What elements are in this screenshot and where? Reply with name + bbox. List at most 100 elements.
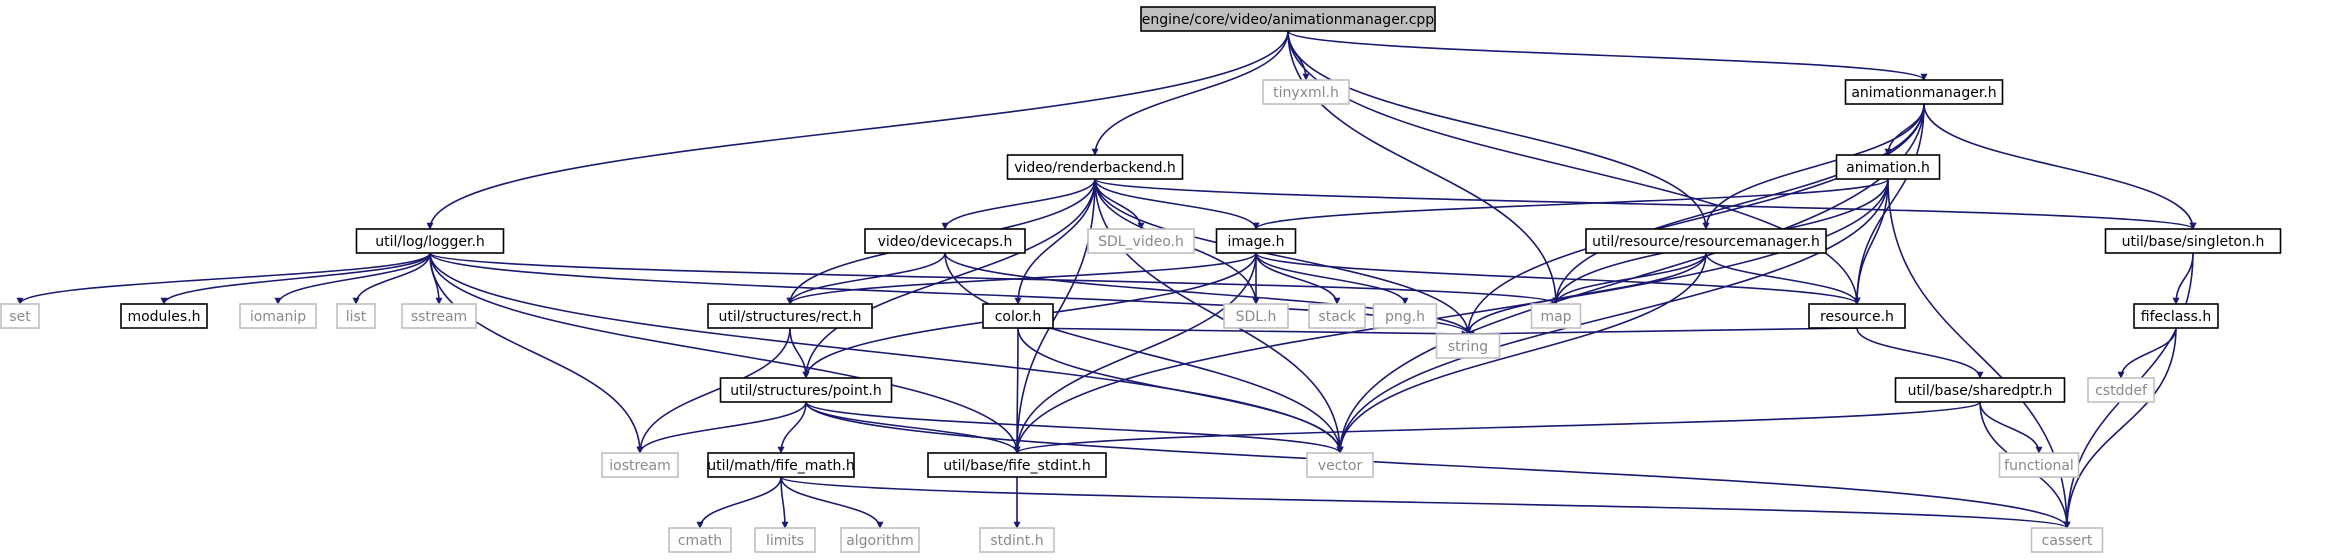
node-box [840, 527, 920, 553]
node-label: animationmanager.h [1851, 85, 1996, 101]
node-box [1998, 452, 2080, 478]
node-box [1006, 154, 1184, 180]
edge-root-to-logger_h [426, 30, 1289, 230]
edge-renderbackend_h-to-image_h [1094, 178, 1260, 230]
node-box [1835, 154, 1941, 180]
edge-renderbackend_h-to-point_h [802, 178, 1096, 379]
node-list: list [336, 303, 376, 329]
edge-root-to-animationmanager_h [1287, 30, 1928, 81]
node-label: util/structures/point.h [730, 383, 881, 399]
edge-logger_h-to-map [429, 252, 1560, 305]
edge-point_h-to-fife_stdint_h [805, 401, 1021, 454]
edge-logger_h-to-iomanip [274, 252, 431, 305]
edge-logger_h-to-modules_h [160, 252, 431, 305]
node-box [1223, 303, 1289, 329]
node-fife-stdint-h[interactable]: util/base/fife_stdint.h [927, 452, 1107, 478]
edge-root-to-resourcemanager_h [1287, 30, 1710, 230]
node-label: util/log/logger.h [375, 234, 485, 250]
node-label: util/base/sharedptr.h [1908, 383, 2053, 399]
node-logger-h[interactable]: util/log/logger.h [355, 228, 505, 254]
edge-animationmanager_h-to-resource_h [1853, 103, 1925, 305]
node-box [239, 303, 317, 329]
node-box [336, 303, 376, 329]
node-renderbackend-h[interactable]: video/renderbackend.h [1006, 154, 1184, 180]
node-box [401, 303, 477, 329]
node-label: util/base/fife_stdint.h [943, 458, 1091, 474]
node-color-h[interactable]: color.h [982, 303, 1054, 329]
node-box [754, 527, 816, 553]
node-box [1530, 303, 1582, 329]
node-box [355, 228, 505, 254]
node-devicecaps-h[interactable]: video/devicecaps.h [864, 228, 1026, 254]
node-point-h[interactable]: util/structures/point.h [719, 377, 893, 403]
edge-singleton_h-to-fifeclass_h [2172, 252, 2194, 305]
node-stdint-h: stdint.h [979, 527, 1055, 553]
node-box [2104, 228, 2282, 254]
node-resourcemanager-h[interactable]: util/resource/resourcemanager.h [1585, 228, 1827, 254]
edge-renderbackend_h-to-color_h [1014, 178, 1096, 305]
node-sstream: sstream [401, 303, 477, 329]
edge-renderbackend_h-to-vector [1094, 178, 1344, 454]
node-rect-h[interactable]: util/structures/rect.h [707, 303, 873, 329]
node-animation-h[interactable]: animation.h [1835, 154, 1941, 180]
edge-animationmanager_h-to-map [1552, 103, 1925, 305]
node-box [982, 303, 1054, 329]
node-animationmanager-h[interactable]: animationmanager.h [1844, 79, 2004, 105]
edge-sharedptr_h-to-fife_stdint_h [1013, 401, 1981, 454]
node-label: util/base/singleton.h [2122, 234, 2265, 250]
edge-devicecaps_h-to-rect_h [786, 252, 946, 305]
node-label: iostream [609, 458, 671, 474]
node-label: color.h [995, 309, 1042, 325]
node-box [1087, 228, 1195, 254]
node-sharedptr-h[interactable]: util/base/sharedptr.h [1894, 377, 2066, 403]
node-label: cmath [678, 533, 722, 549]
edge-logger_h-to-set [16, 252, 431, 305]
edge-animation_h-to-fife_stdint_h [1013, 178, 1889, 454]
node-png-h: png.h [1372, 303, 1438, 329]
edge-image_h-to-png_h [1255, 252, 1409, 305]
node-label: functional [2004, 458, 2074, 474]
node-fife-math-h[interactable]: util/math/fife_math.h [707, 452, 855, 478]
edge-fife_math_h-to-algorithm [780, 476, 884, 529]
edge-animation_h-to-resource_h [1853, 178, 1889, 305]
edge-logger_h-to-iostream [429, 252, 644, 454]
node-limits: limits [754, 527, 816, 553]
node-box [979, 527, 1055, 553]
node-label: SDL_video.h [1098, 234, 1184, 250]
node-resource-h[interactable]: resource.h [1808, 303, 1906, 329]
edge-animationmanager_h-to-singleton_h [1923, 103, 2197, 230]
node-label: map [1540, 309, 1571, 325]
edge-fife_math_h-to-cmath [696, 476, 782, 529]
nodes-layer: engine/core/video/animationmanager.cpp ti… [0, 6, 2282, 553]
node-label: cassert [2042, 533, 2093, 549]
edge-fifeclass_h-to-cassert [2063, 327, 2177, 529]
node-box [1808, 303, 1906, 329]
edge-point_h-to-vector [805, 401, 1344, 454]
node-root[interactable]: engine/core/video/animationmanager.cpp [1140, 6, 1436, 32]
node-set: set [0, 303, 40, 329]
node-tinyxml: tinyxml.h [1262, 79, 1350, 105]
node-label: image.h [1228, 234, 1285, 250]
node-modules-h[interactable]: modules.h [120, 303, 208, 329]
node-label: stdint.h [990, 533, 1043, 549]
node-label: sstream [411, 309, 467, 325]
edge-image_h-to-resource_h [1255, 252, 1861, 305]
node-label: string [1448, 339, 1488, 355]
node-stack: stack [1308, 303, 1366, 329]
edge-fife_math_h-to-cassert [780, 476, 2071, 529]
node-singleton-h[interactable]: util/base/singleton.h [2104, 228, 2282, 254]
edge-color_h-to-string [1017, 327, 1469, 338]
edge-animationmanager_h-to-string [1464, 103, 1925, 335]
node-sdl-video: SDL_video.h [1087, 228, 1195, 254]
node-box [1844, 79, 2004, 105]
node-label: stack [1318, 309, 1356, 325]
node-box [1372, 303, 1438, 329]
node-label: iomanip [250, 309, 306, 325]
edge-image_h-to-stack [1255, 252, 1341, 305]
node-fifeclass-h[interactable]: fifeclass.h [2133, 303, 2219, 329]
node-box [1262, 79, 1350, 105]
node-box [668, 527, 732, 553]
node-image-h[interactable]: image.h [1215, 228, 1297, 254]
edge-resourcemanager_h-to-string [1464, 252, 1707, 335]
